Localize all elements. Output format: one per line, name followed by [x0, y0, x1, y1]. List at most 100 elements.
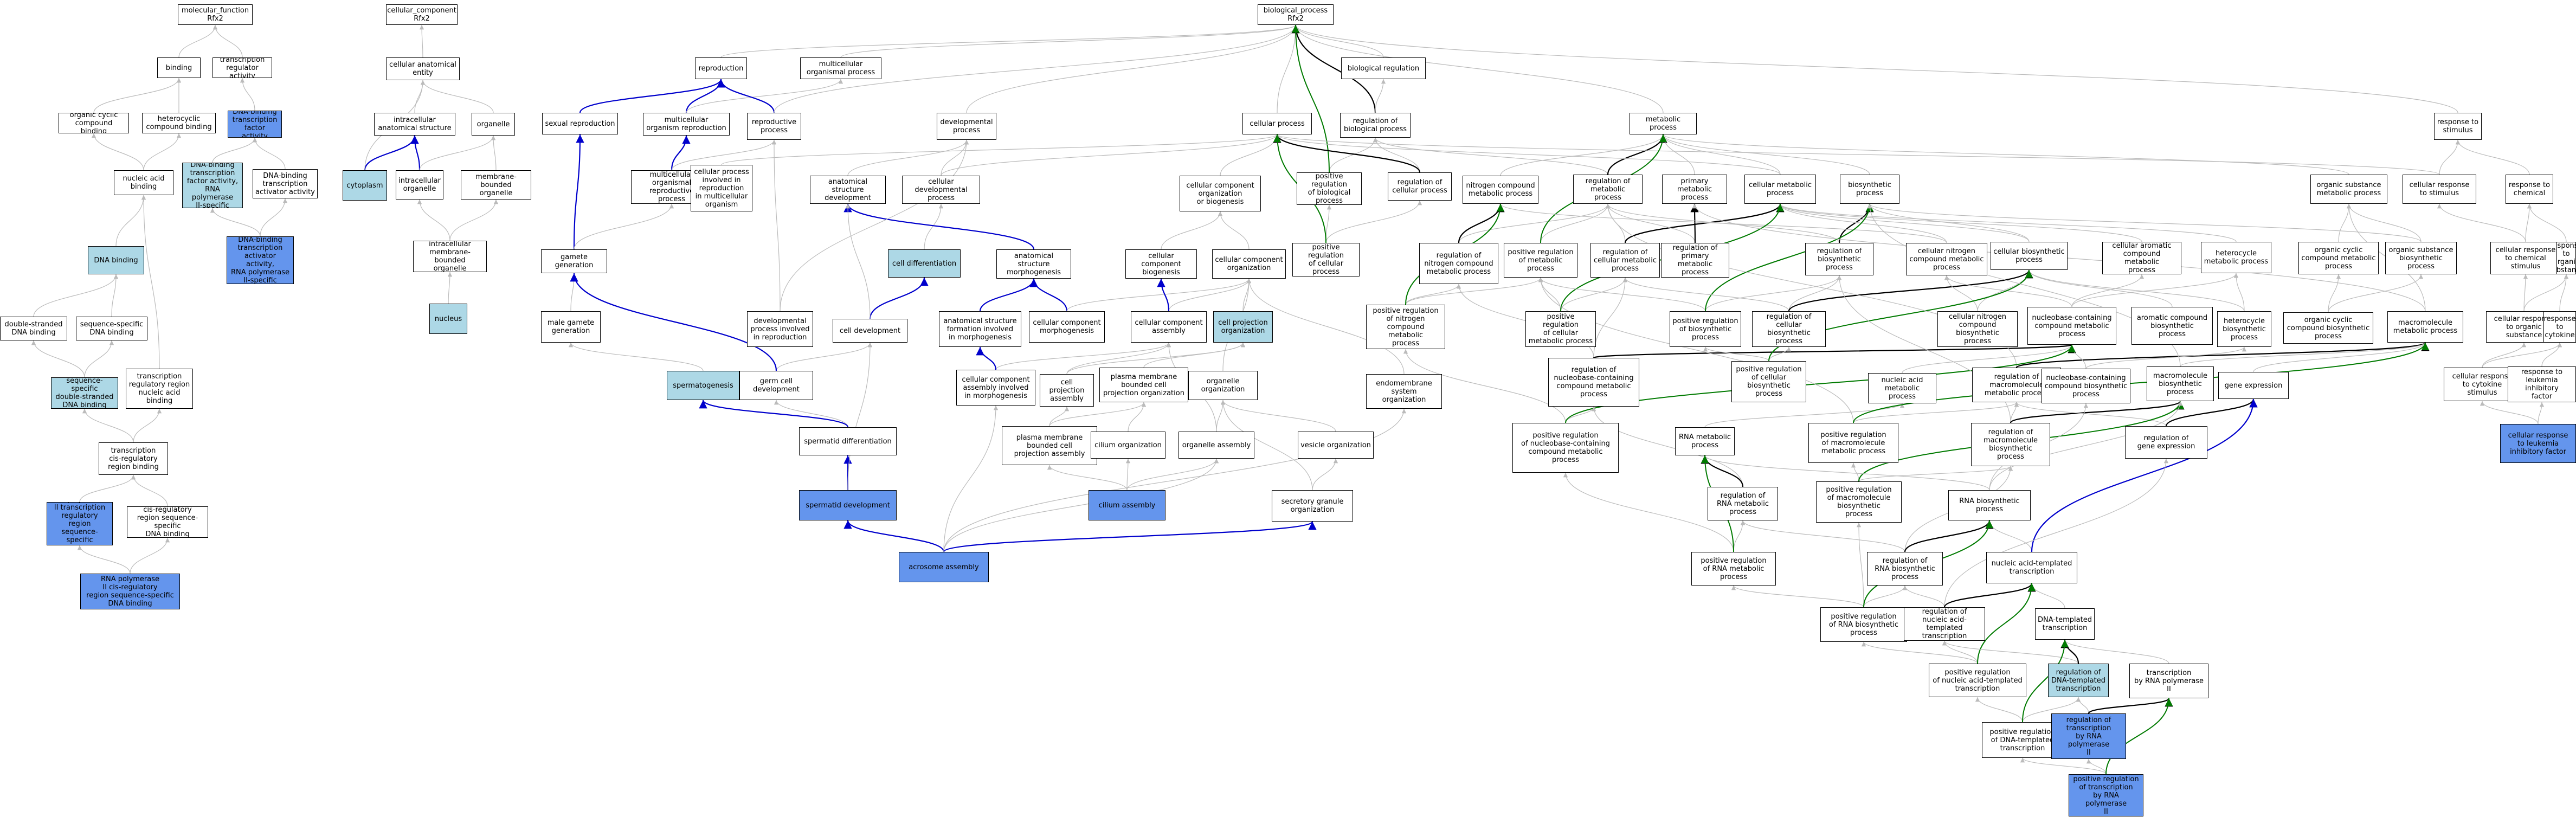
go-term-crts[interactable]: cellular response to stimulus	[2403, 175, 2476, 204]
go-term-ccaim[interactable]: cellular component assembly involved in …	[956, 370, 1035, 406]
go-term-rnabp[interactable]: RNA biosynthetic process	[1948, 490, 2031, 520]
go-term-ccassem[interactable]: cellular component assembly	[1131, 311, 1207, 343]
go-term-imbo[interactable]: intracellular membrane-bounded organelle	[413, 241, 487, 272]
go-term-nccmp[interactable]: nucleobase-containing compound metabolic…	[2027, 307, 2116, 345]
go-term-asm[interactable]: anatomical structure morphogenesis	[996, 249, 1071, 279]
go-term-ccob[interactable]: cellular component organization or bioge…	[1180, 176, 1261, 211]
go-term-nucleus[interactable]: nucleus	[429, 304, 467, 334]
go-term-cc[interactable]: cellular_component Rfx2	[386, 4, 458, 25]
go-term-spermdiff[interactable]: spermatid differentiation	[799, 427, 897, 455]
go-term-trrb[interactable]: transcription regulatory region nucleic …	[126, 369, 193, 409]
go-term-gamgen[interactable]: gamete generation	[541, 249, 607, 273]
go-term-rtcyt[interactable]: response to cytokine	[2543, 311, 2576, 343]
go-term-occbp[interactable]: organic cyclic compound biosynthetic pro…	[2283, 312, 2373, 344]
go-term-regnccmp[interactable]: regulation of nucleobase-containing comp…	[1548, 358, 1639, 407]
go-term-dbtf2[interactable]: DNA-binding transcription factor activit…	[182, 163, 243, 208]
go-term-osmp[interactable]: organic substance metabolic process	[2310, 175, 2387, 204]
go-term-posregbp[interactable]: positive regulation of biological proces…	[1297, 172, 1362, 205]
go-term-mbo[interactable]: membrane-bounded organelle	[461, 170, 531, 200]
go-term-acroassem[interactable]: acrosome assembly	[899, 552, 989, 582]
go-term-posregmmp[interactable]: positive regulation of macromolecule met…	[1808, 423, 1898, 463]
go-term-occb[interactable]: organic cyclic compound binding	[59, 113, 129, 133]
go-term-hbp[interactable]: heterocycle biosynthetic process	[2217, 311, 2271, 347]
go-term-regmp[interactable]: regulation of metabolic process	[1573, 175, 1643, 204]
go-term-posregncmp[interactable]: positive regulation of nitrogen compound…	[1366, 305, 1445, 349]
go-term-cytoplasm[interactable]: cytoplasm	[343, 170, 387, 201]
go-term-regcmp[interactable]: regulation of cellular metabolic process	[1590, 243, 1660, 278]
go-term-regrnamp[interactable]: regulation of RNA metabolic process	[1708, 487, 1778, 520]
go-term-dnatt[interactable]: DNA-templated transcription	[2035, 608, 2095, 640]
go-term-celldiff[interactable]: cell differentiation	[888, 249, 961, 278]
go-term-devproc[interactable]: developmental process	[937, 113, 996, 140]
go-term-ccmorph[interactable]: cellular component morphogenesis	[1029, 311, 1105, 343]
go-term-cpa[interactable]: cell projection assembly	[1040, 374, 1094, 407]
go-term-dbtf[interactable]: DNA-binding transcription factor activit…	[228, 111, 282, 138]
go-term-dsdna[interactable]: double-stranded DNA binding	[0, 317, 67, 340]
go-term-posregnccmp[interactable]: positive regulation of nucleobase-contai…	[1512, 423, 1619, 473]
go-term-rnamp[interactable]: RNA metabolic process	[1675, 427, 1735, 455]
go-term-endosys[interactable]: endomembrane system organization	[1366, 374, 1442, 409]
go-term-rts[interactable]: response to stimulus	[2434, 113, 2482, 140]
go-term-cmp[interactable]: cellular metabolic process	[1744, 175, 1816, 204]
go-term-rnap2cis[interactable]: RNA polymerase II cis-regulatory region …	[80, 574, 180, 609]
go-term-ias[interactable]: intracellular anatomical structure	[374, 113, 455, 136]
go-term-pmbcpo[interactable]: plasma membrane bounded cell projection …	[1099, 368, 1188, 402]
go-term-cpo[interactable]: cell projection organization	[1213, 311, 1273, 343]
go-term-hcb[interactable]: heterocyclic compound binding	[142, 113, 216, 133]
go-term-repro[interactable]: reproduction	[695, 57, 747, 79]
go-term-nab[interactable]: nucleic acid binding	[114, 170, 173, 195]
go-term-cae[interactable]: cellular anatomical entity	[386, 57, 460, 80]
go-term-crtlif[interactable]: cellular response to leukemia inhibitory…	[2500, 424, 2576, 463]
go-term-ssdsna[interactable]: sequence-specific double-stranded DNA bi…	[51, 377, 118, 409]
go-term-acbp[interactable]: aromatic compound biosynthetic process	[2131, 307, 2213, 345]
go-term-rnap2trr[interactable]: RNA polymerase II transcription regulato…	[47, 502, 113, 545]
go-term-posregbsp[interactable]: positive regulation of biosynthetic proc…	[1670, 311, 1741, 347]
go-term-hmp[interactable]: heterocycle metabolic process	[2201, 242, 2271, 273]
go-term-tbrnap2[interactable]: transcription by RNA polymerase II	[2129, 664, 2208, 698]
go-term-regnatt[interactable]: regulation of nucleic acid-templated tra…	[1904, 607, 1985, 641]
go-term-sexrep[interactable]: sexual reproduction	[542, 113, 618, 134]
go-term-gcd[interactable]: germ cell development	[739, 371, 813, 400]
go-term-cncmp[interactable]: cellular nitrogen compound metabolic pro…	[1906, 243, 1987, 275]
go-term-posregrnabp[interactable]: positive regulation of RNA biosynthetic …	[1820, 607, 1907, 642]
go-term-osbp[interactable]: organic substance biosynthetic process	[2385, 242, 2457, 274]
go-term-ccbiog[interactable]: cellular component biogenesis	[1125, 249, 1197, 279]
go-term-occmp[interactable]: organic cyclic compound metabolic proces…	[2298, 242, 2379, 274]
go-term-celldev[interactable]: cell development	[833, 319, 907, 343]
go-term-posregcbp[interactable]: positive regulation of cellular biosynth…	[1731, 361, 1806, 402]
go-term-cellproc[interactable]: cellular process	[1242, 113, 1312, 134]
go-term-ssdna[interactable]: sequence-specific DNA binding	[76, 317, 147, 340]
go-term-regcbp[interactable]: regulation of cellular biosynthetic proc…	[1752, 311, 1826, 347]
go-term-tra[interactable]: transcription regulator activity	[212, 57, 272, 78]
go-term-regpmp[interactable]: regulation of primary metabolic process	[1661, 243, 1729, 278]
go-term-posregcmp[interactable]: positive regulation of cellular metaboli…	[1525, 311, 1596, 347]
go-term-dnab[interactable]: DNA binding	[88, 246, 144, 274]
go-term-breg[interactable]: biological regulation	[1341, 57, 1426, 79]
go-term-mmp[interactable]: macromolecule metabolic process	[2387, 311, 2463, 343]
go-term-natt[interactable]: nucleic acid-templated transcription	[1986, 552, 2077, 583]
go-term-posregmbp[interactable]: positive regulation of macromolecule bio…	[1816, 481, 1902, 523]
go-term-mor[interactable]: multicellular organism reproduction	[643, 113, 730, 136]
go-term-rtc[interactable]: response to chemical	[2506, 175, 2553, 204]
go-term-pmp[interactable]: primary metabolic process	[1662, 175, 1727, 204]
go-term-tcrb[interactable]: transcription cis-regulatory region bind…	[99, 442, 168, 475]
go-term-regbsp[interactable]: regulation of biosynthetic process	[1805, 243, 1873, 275]
go-term-geneexp[interactable]: gene expression	[2218, 372, 2289, 399]
go-term-crrss[interactable]: cis-regulatory region sequence-specific …	[127, 506, 208, 538]
go-term-regcp[interactable]: regulation of cellular process	[1388, 172, 1452, 201]
go-term-posregdnatt[interactable]: positive regulation of DNA-templated tra…	[1982, 722, 2063, 758]
go-term-cdp[interactable]: cellular developmental process	[902, 176, 980, 204]
go-term-regrnabp[interactable]: regulation of RNA biosynthetic process	[1867, 552, 1943, 586]
go-term-cncbp[interactable]: cellular nitrogen compound biosynthetic …	[1937, 311, 2018, 347]
go-term-mop[interactable]: multicellular organismal process	[800, 57, 881, 79]
go-term-dbtaa2[interactable]: DNA-binding transcription activator acti…	[227, 236, 294, 284]
go-term-posregnatt[interactable]: positive regulation of nucleic acid-temp…	[1929, 664, 2026, 697]
go-term-posregmp[interactable]: positive regulation of metabolic process	[1504, 243, 1577, 278]
go-term-crtcs[interactable]: cellular response to chemical stimulus	[2490, 242, 2561, 274]
go-term-repproc[interactable]: reproductive process	[747, 113, 801, 140]
go-term-cbp[interactable]: cellular biosynthetic process	[1991, 242, 2068, 270]
go-term-regdnatt[interactable]: regulation of DNA-templated transcriptio…	[2048, 664, 2109, 697]
go-term-posregtbrnap2[interactable]: positive regulation of transcription by …	[2069, 774, 2143, 816]
go-term-biosyn[interactable]: biosynthetic process	[1840, 175, 1899, 204]
go-term-namp[interactable]: nucleic acid metabolic process	[1868, 373, 1936, 403]
